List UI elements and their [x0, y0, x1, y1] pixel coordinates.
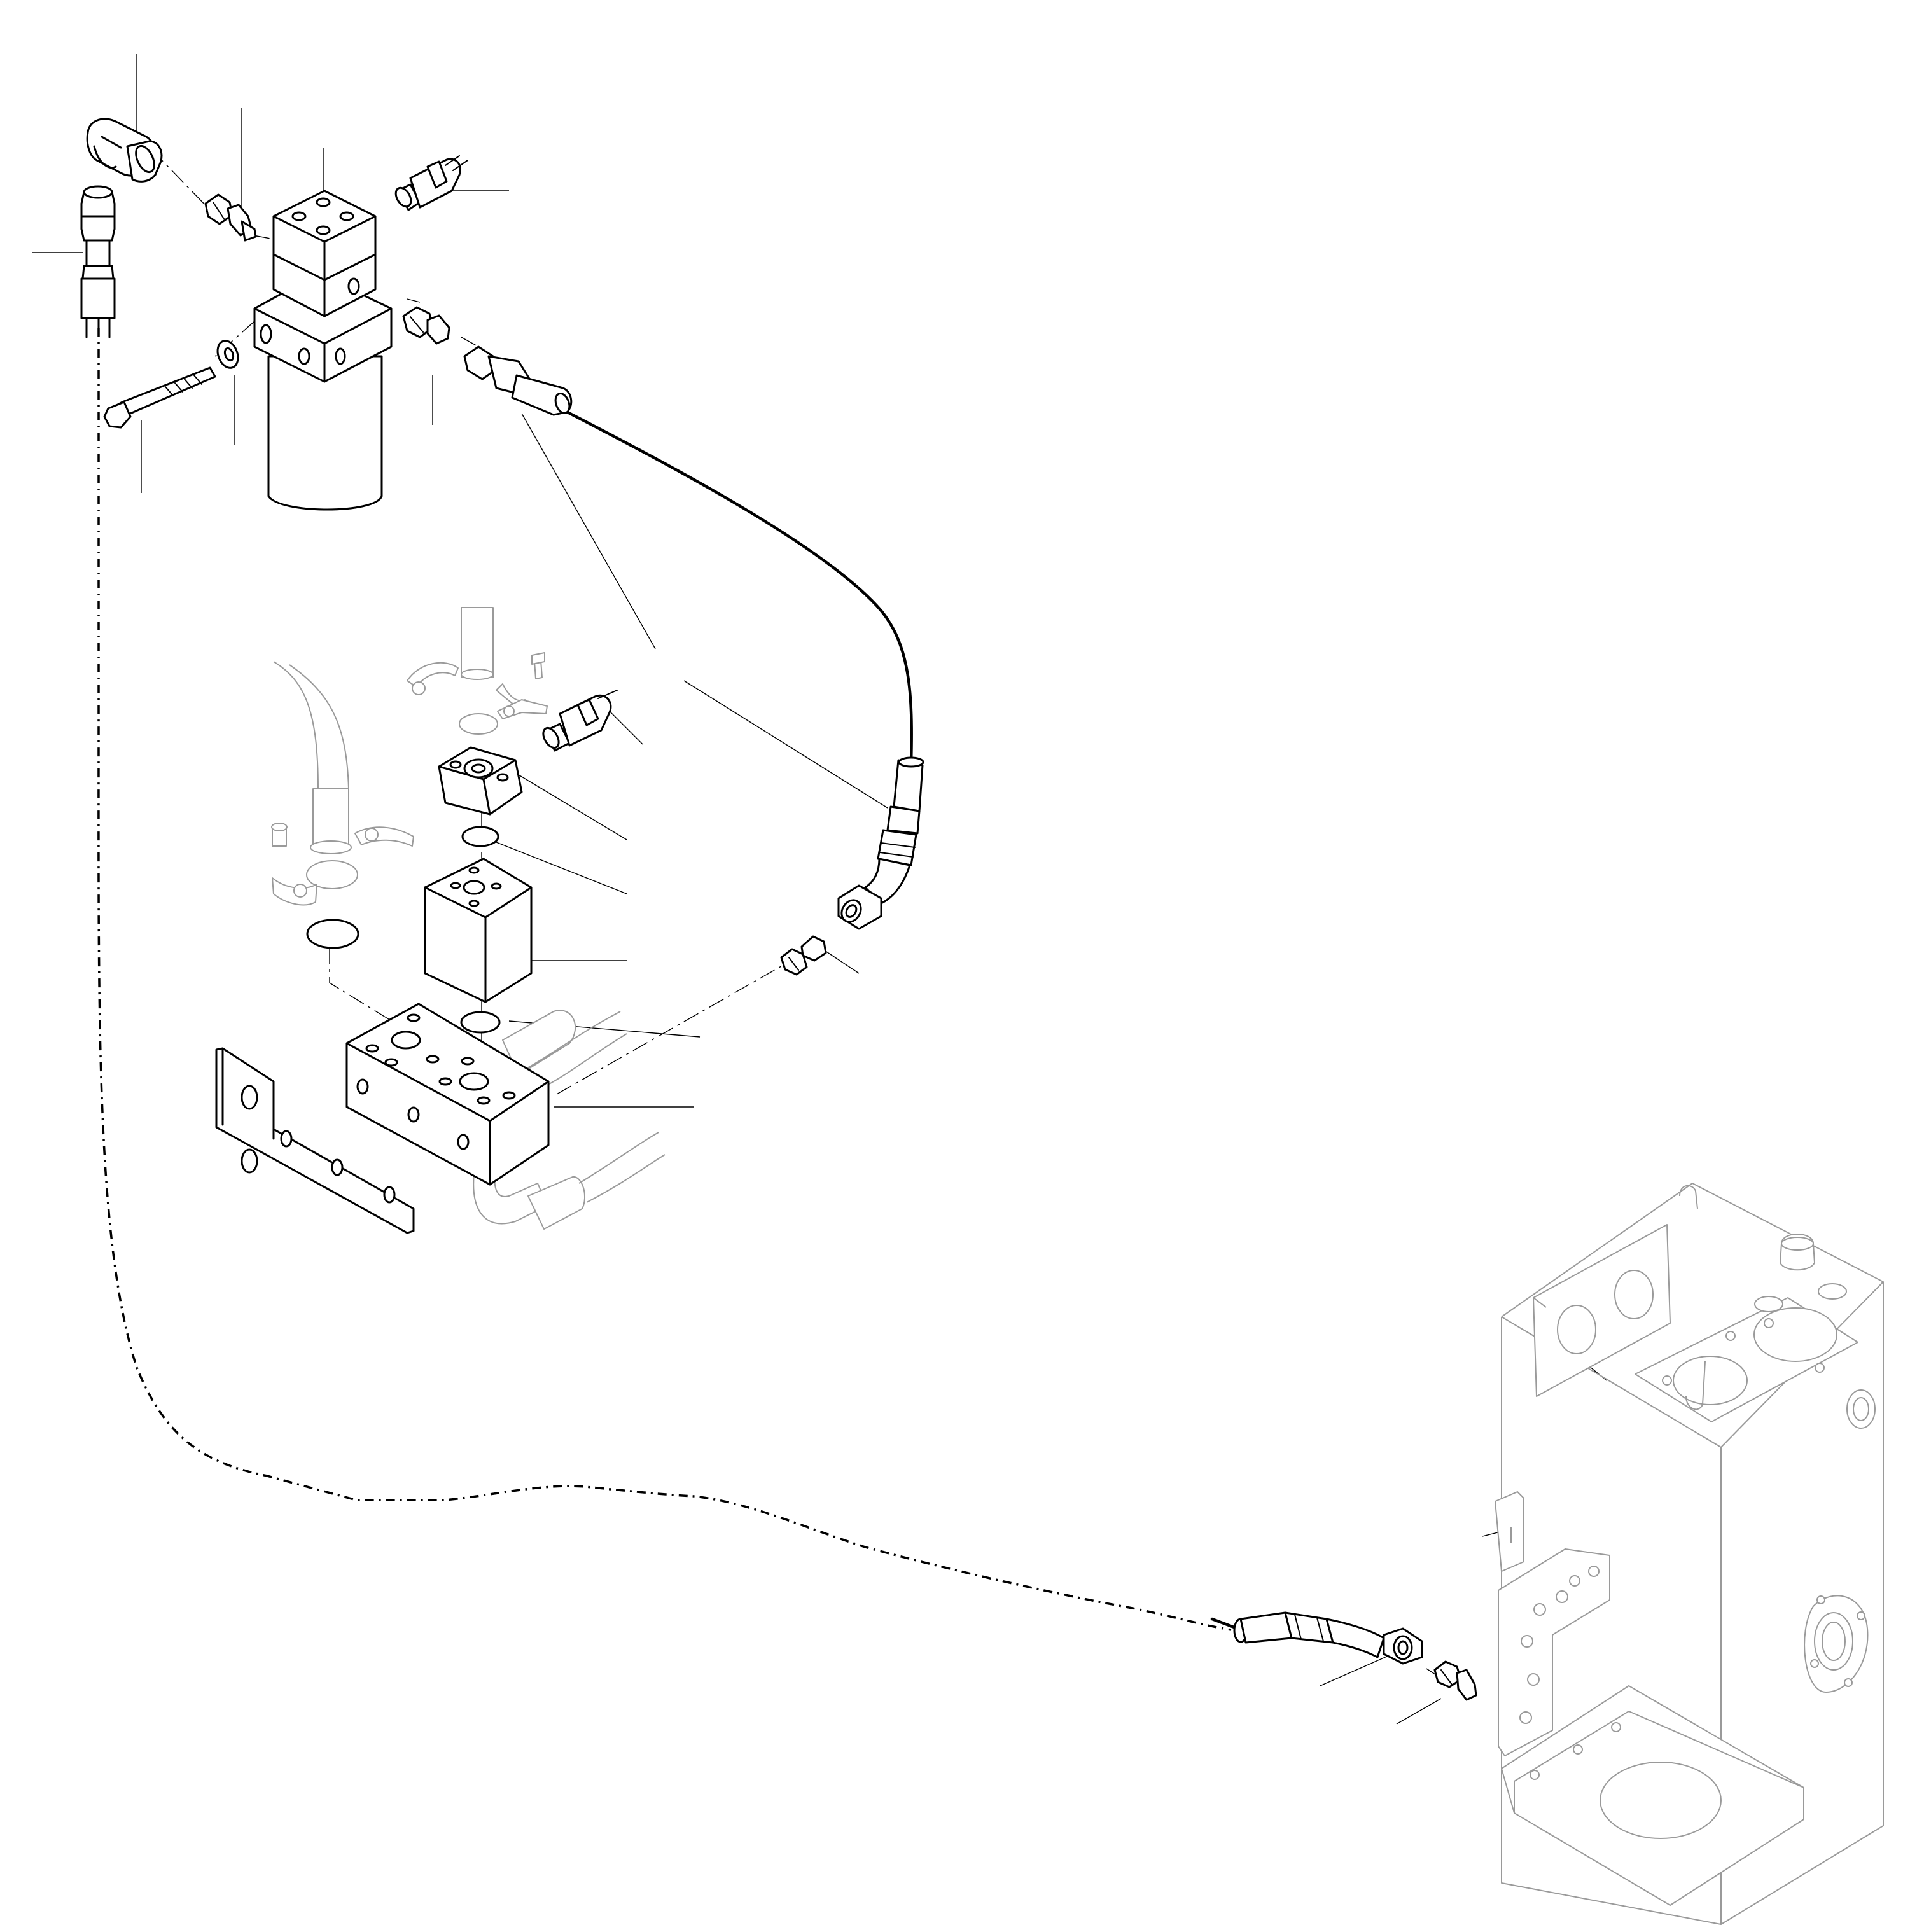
hydraulic-tank — [1495, 1183, 1884, 1925]
o-ring-left — [306, 919, 359, 949]
adapter-nipple-lower — [1433, 1660, 1477, 1701]
filter-housing — [253, 190, 393, 511]
hose-clamp-ghost-left — [271, 661, 414, 906]
adapter-nipple-side — [402, 306, 450, 345]
hose-fitting-straight — [463, 345, 573, 416]
o-ring-upper — [461, 826, 499, 847]
mounting-bolt — [103, 366, 216, 429]
hose-upper-left — [80, 185, 116, 338]
hose-fitting-lower — [837, 884, 882, 930]
manifold-block — [345, 1003, 550, 1186]
pressure-switch-middle — [542, 690, 618, 752]
adapter-nipple-upper — [204, 193, 257, 242]
pipe-clamp-ghost-upper — [407, 607, 548, 735]
hose-route-phantom-line — [97, 328, 1232, 1631]
pressure-switch-upper — [394, 155, 468, 211]
hose-fitting-elbow-lower — [1210, 1611, 1385, 1658]
washer — [216, 340, 239, 369]
mounting-bracket — [215, 1047, 415, 1234]
hose-fitting-nut-lower — [1383, 1627, 1423, 1665]
o-ring-lower — [460, 1011, 501, 1034]
adapter-nipple-middle — [780, 935, 827, 976]
elbow-fitting — [86, 118, 163, 183]
hose-assembly — [566, 410, 924, 905]
flange-block — [438, 746, 523, 816]
leader-lines — [32, 54, 1607, 1725]
valve-block — [424, 858, 533, 1003]
